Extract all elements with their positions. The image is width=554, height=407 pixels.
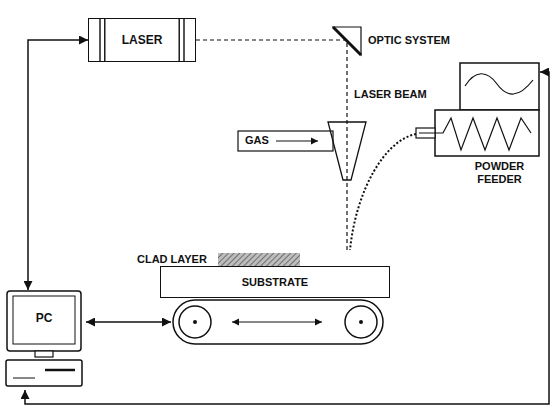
roller-axle xyxy=(359,320,363,324)
part-label: LASER BEAM xyxy=(354,88,427,101)
laser-beam-path xyxy=(196,40,347,252)
powder-feeder-shape xyxy=(415,62,540,192)
mirror-symbol xyxy=(333,27,361,55)
gas-tube xyxy=(238,131,333,151)
conveyor-roller xyxy=(179,306,211,338)
clad-layer xyxy=(218,253,300,266)
part-label: OPTIC SYSTEM xyxy=(368,34,450,47)
pc-computer-shape xyxy=(5,290,83,390)
pc-computer: PC xyxy=(5,290,83,390)
text-holder: POWDER FEEDER xyxy=(460,160,539,186)
mirror-face xyxy=(333,27,361,55)
conveyor-belt xyxy=(173,300,383,344)
nozzle xyxy=(328,122,366,180)
signal-line xyxy=(28,40,88,290)
conveyor-roller xyxy=(345,306,377,338)
roller-axle xyxy=(193,320,197,324)
part-label: GAS xyxy=(245,134,269,147)
control-arrow xyxy=(86,321,171,323)
signal-line xyxy=(25,72,549,404)
node-text: PC xyxy=(13,312,75,325)
node-text: LASER xyxy=(122,34,163,47)
substrate-box: SUBSTRATE xyxy=(160,266,390,298)
text-holder: PC xyxy=(13,312,75,325)
node-text: SUBSTRATE xyxy=(242,276,308,289)
laser-box: LASER xyxy=(88,18,196,62)
powder-stream xyxy=(350,134,416,250)
gas-arrow xyxy=(276,140,318,141)
powder-feeder: POWDER FEEDER xyxy=(415,62,540,192)
part-label: CLAD LAYER xyxy=(137,253,207,266)
motion-arrow xyxy=(232,321,322,322)
node-text: POWDER FEEDER xyxy=(460,160,539,186)
